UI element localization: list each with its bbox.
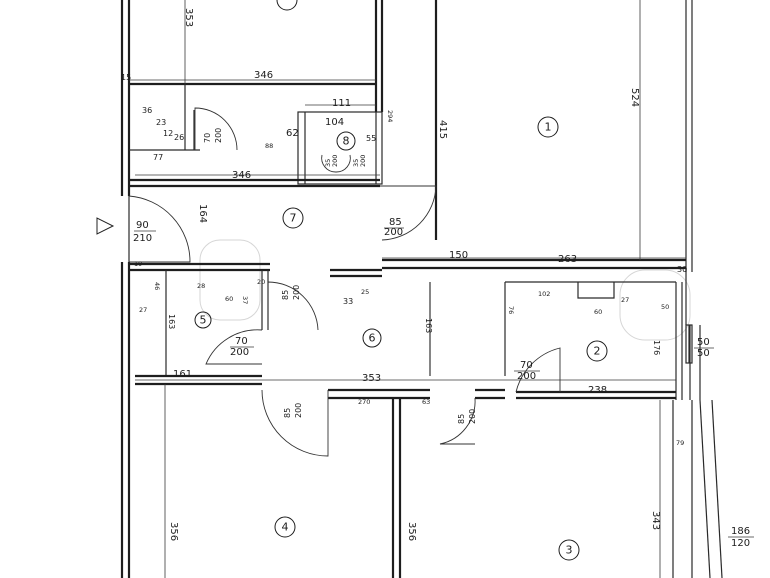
opening-width: 90 bbox=[136, 220, 149, 231]
door-swings bbox=[128, 107, 693, 457]
dim-label: 50 bbox=[661, 303, 669, 311]
dim-label: 79 bbox=[676, 439, 684, 447]
room-number-4: 4 bbox=[282, 521, 289, 534]
dim-label: 55 bbox=[366, 134, 376, 143]
dim-label: 33 bbox=[343, 297, 353, 306]
dim-label: 30 bbox=[677, 265, 687, 274]
dim-label: 15 bbox=[121, 73, 131, 82]
room-number-2: 2 bbox=[594, 345, 601, 358]
opening-height: 200 bbox=[384, 227, 403, 238]
room-number-7: 7 bbox=[290, 212, 297, 225]
dimension-labels: 353 15 346 524 111 36 104 294 415 23 62 … bbox=[121, 8, 687, 541]
room-number-1: 1 bbox=[545, 121, 552, 134]
dim-label: 27 bbox=[139, 306, 147, 314]
opening-height: 200 bbox=[517, 371, 536, 382]
dim-label: 27 bbox=[621, 296, 629, 304]
opening-width: 186 bbox=[731, 526, 750, 537]
dim-label: 20 bbox=[257, 278, 265, 286]
opening-height: 200 bbox=[214, 128, 223, 143]
dim-label: 63 bbox=[422, 398, 430, 406]
dim-label: 62 bbox=[286, 128, 299, 139]
dim-label: 524 bbox=[629, 88, 640, 107]
dim-label: 60 bbox=[225, 295, 233, 303]
opening-width: 35 bbox=[352, 159, 360, 167]
dim-label: 163 bbox=[167, 314, 176, 329]
dim-label: 111 bbox=[332, 98, 351, 109]
dim-label: 353 bbox=[362, 373, 381, 384]
dim-label: 294 bbox=[386, 110, 394, 122]
entrance-arrow-icon bbox=[96, 217, 115, 235]
opening-width: 70 bbox=[235, 336, 248, 347]
opening-width: 50 bbox=[697, 337, 710, 348]
dim-label: 356 bbox=[168, 522, 179, 541]
dim-label: 46 bbox=[153, 282, 161, 290]
opening-height: 120 bbox=[731, 538, 750, 549]
opening-height: 200 bbox=[359, 155, 367, 167]
dim-label: 36 bbox=[142, 106, 152, 115]
dim-label: 60 bbox=[594, 308, 602, 316]
dimension-lines bbox=[129, 0, 686, 578]
background-watermark bbox=[199, 239, 691, 341]
dim-label: 161 bbox=[173, 369, 192, 380]
room-number-3: 3 bbox=[566, 544, 573, 557]
dim-label: 164 bbox=[197, 204, 208, 223]
opening-height: 200 bbox=[230, 347, 249, 358]
opening-width: 85 bbox=[389, 217, 402, 228]
room-number-6: 6 bbox=[369, 332, 376, 345]
room-numbers: 1 2 3 4 5 6 7 8 bbox=[194, 0, 608, 561]
opening-height: 200 bbox=[468, 409, 477, 424]
dim-label: 88 bbox=[265, 142, 273, 150]
dim-label: 238 bbox=[588, 385, 607, 396]
dim-label: 76 bbox=[507, 306, 515, 314]
dim-label: 270 bbox=[358, 398, 370, 406]
dim-label: 415 bbox=[437, 120, 448, 139]
dim-label: 356 bbox=[406, 522, 417, 541]
opening-height: 200 bbox=[331, 155, 339, 167]
dim-label: 23 bbox=[156, 118, 166, 127]
opening-width: 70 bbox=[520, 360, 533, 371]
dim-label: 346 bbox=[232, 170, 251, 181]
dim-label: 150 bbox=[449, 250, 468, 261]
dim-label: 263 bbox=[558, 254, 577, 265]
dim-label: 343 bbox=[650, 511, 661, 530]
dim-label: 25 bbox=[361, 288, 369, 296]
dim-label: 346 bbox=[254, 70, 273, 81]
dim-label: 176 bbox=[652, 340, 661, 355]
opening-height: 50 bbox=[697, 348, 710, 359]
dim-label: 19 bbox=[134, 260, 142, 268]
room-number-5: 5 bbox=[200, 314, 207, 327]
opening-height: 200 bbox=[294, 403, 303, 418]
dim-label: 26 bbox=[174, 133, 184, 142]
dim-label: 77 bbox=[153, 153, 163, 162]
opening-width: 35 bbox=[324, 159, 332, 167]
dim-label: 37 bbox=[241, 296, 249, 304]
room-number-8: 8 bbox=[343, 135, 350, 148]
walls bbox=[120, 0, 723, 578]
dim-label: 12 bbox=[163, 129, 173, 138]
opening-width: 85 bbox=[283, 408, 292, 418]
opening-width: 85 bbox=[281, 290, 290, 300]
dim-label: 104 bbox=[325, 117, 344, 128]
opening-labels: 70 200 90 210 85 200 85 200 70 200 70 20… bbox=[133, 128, 754, 549]
dim-label: 28 bbox=[197, 282, 205, 290]
opening-width: 70 bbox=[203, 133, 212, 143]
dim-label: 353 bbox=[183, 8, 194, 27]
opening-width: 85 bbox=[457, 414, 466, 424]
dim-label: 163 bbox=[424, 318, 433, 333]
dim-label: 102 bbox=[538, 290, 550, 298]
opening-height: 210 bbox=[133, 233, 152, 244]
opening-height: 200 bbox=[292, 285, 301, 300]
